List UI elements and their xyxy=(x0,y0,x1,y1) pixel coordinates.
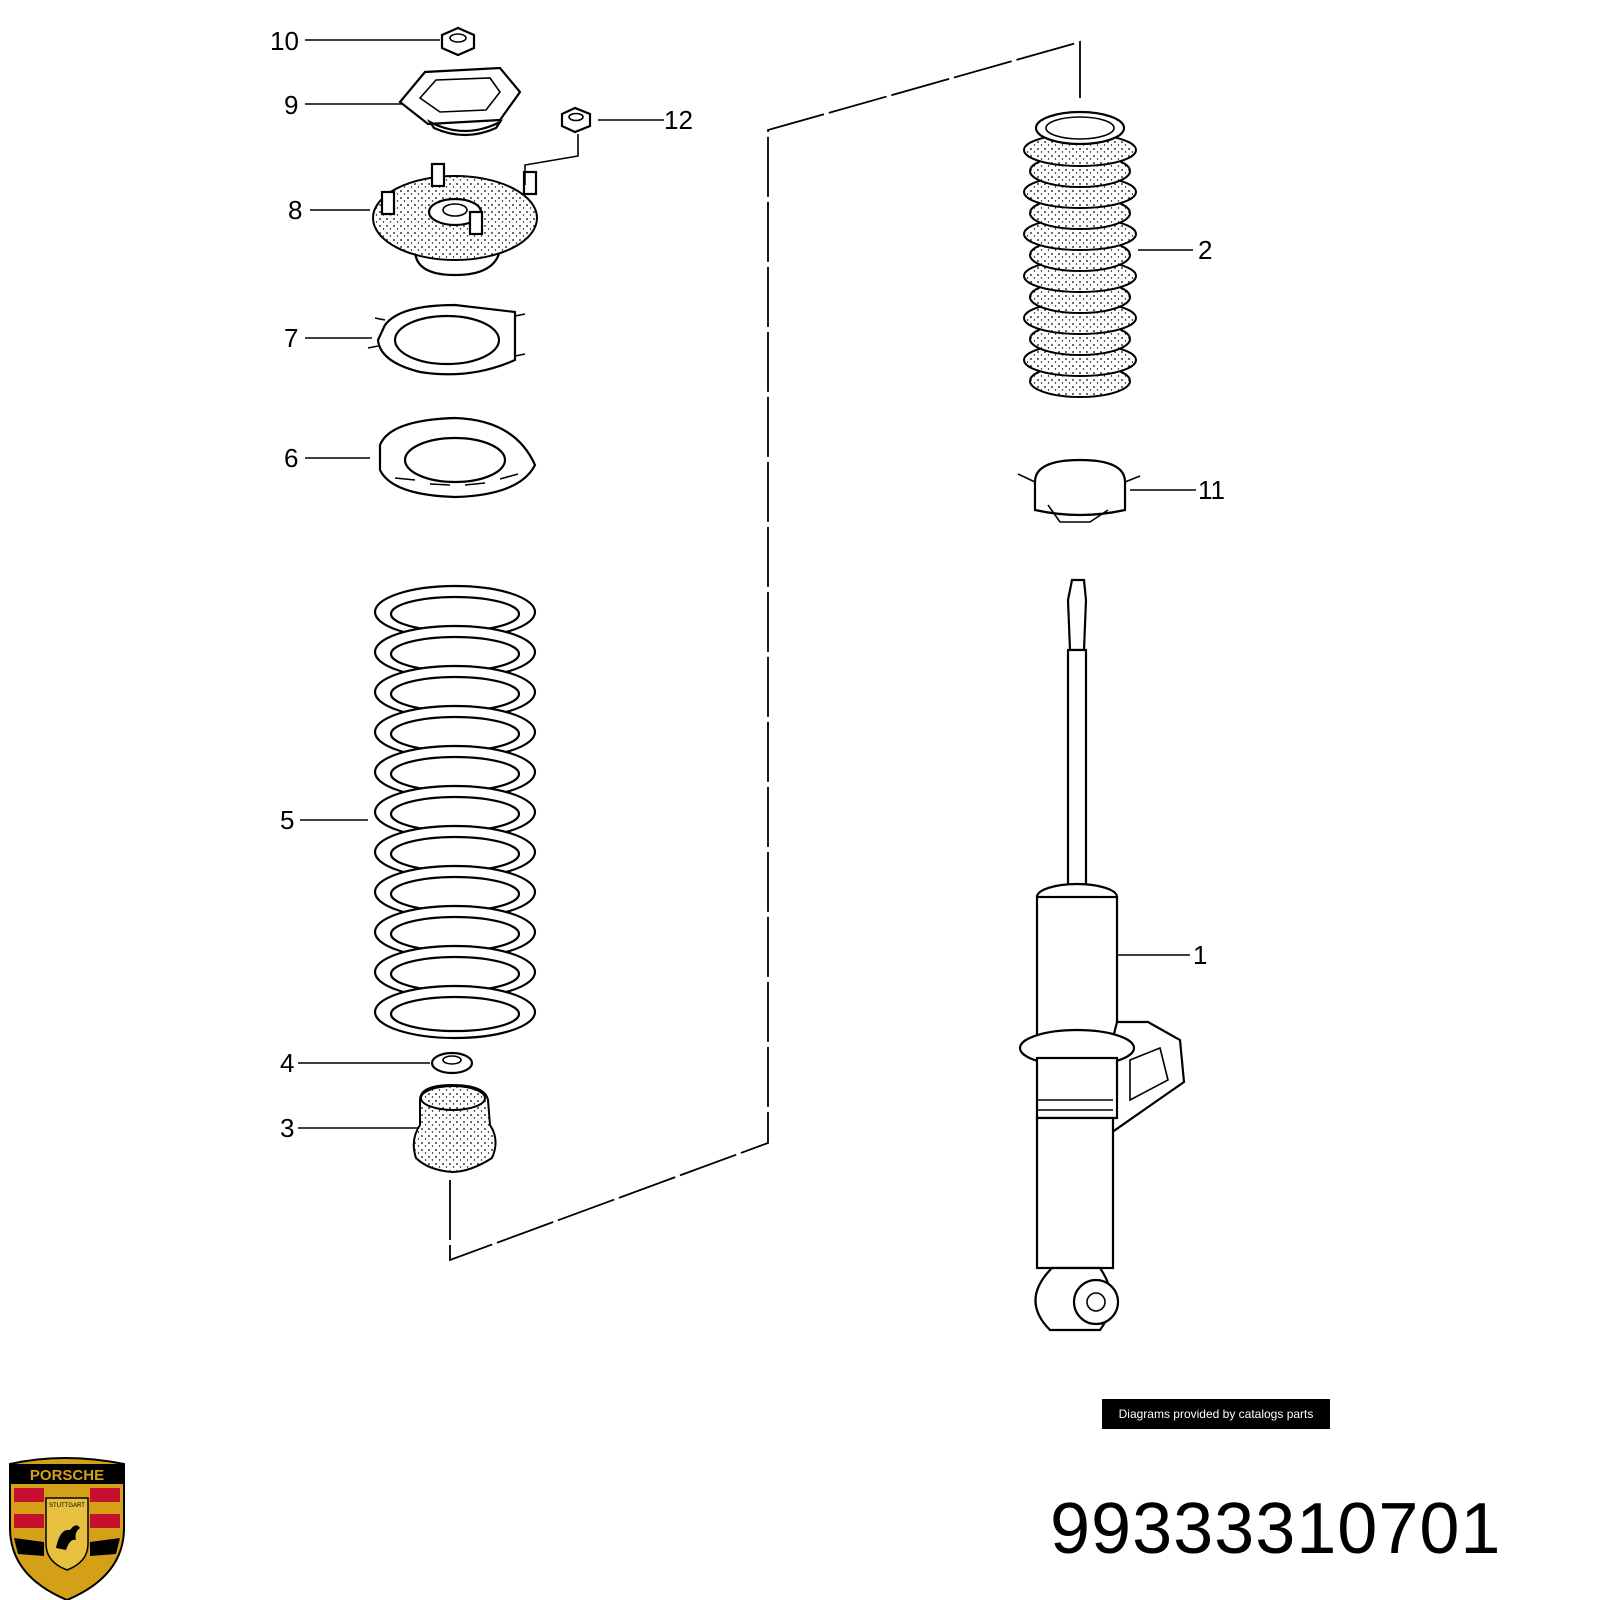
part-4-washer xyxy=(430,1051,474,1075)
porsche-crest-icon: PORSCHE STUTTGART xyxy=(9,1457,125,1600)
callout-8: 8 xyxy=(288,195,302,225)
callout-7: 7 xyxy=(284,323,298,353)
callout-4: 4 xyxy=(280,1048,294,1078)
boot-top-opening xyxy=(1045,116,1115,140)
callout-1: 1 xyxy=(1193,940,1207,970)
callout-5: 5 xyxy=(280,805,294,835)
part-6-spring-seat xyxy=(378,416,537,499)
callout-10: 10 xyxy=(270,26,299,56)
crest-city: STUTTGART xyxy=(49,1503,85,1509)
callout-12: 12 xyxy=(664,105,693,135)
part-5-coil-spring xyxy=(373,584,537,1040)
part-12-nut xyxy=(560,106,592,134)
leader-lines xyxy=(298,39,1196,1129)
part-11-clip xyxy=(1017,458,1141,523)
spring-coil-inner xyxy=(389,995,521,1033)
callout-labels: 10 9 12 8 7 6 5 4 3 2 11 1 xyxy=(270,26,1225,1143)
part-7-ring xyxy=(367,303,526,376)
part-3-bump-stop xyxy=(412,1083,497,1174)
callout-2: 2 xyxy=(1198,235,1212,265)
part-2-dust-boot xyxy=(1023,110,1137,398)
part-9-cap xyxy=(398,66,522,137)
part-8-top-mount xyxy=(372,162,538,277)
part-1-shock-absorber xyxy=(1018,578,1186,1332)
callout-11: 11 xyxy=(1198,475,1225,505)
assembly-guide-line xyxy=(449,40,1081,1262)
diagram-credit: Diagrams provided by catalogs parts xyxy=(1102,1399,1330,1429)
crest-wordmark: PORSCHE xyxy=(30,1467,104,1484)
part-number: 99333310701 xyxy=(1050,1489,1502,1569)
callout-3: 3 xyxy=(280,1113,294,1143)
part-10-nut xyxy=(440,26,476,57)
callout-9: 9 xyxy=(284,90,298,120)
callout-6: 6 xyxy=(284,443,298,473)
